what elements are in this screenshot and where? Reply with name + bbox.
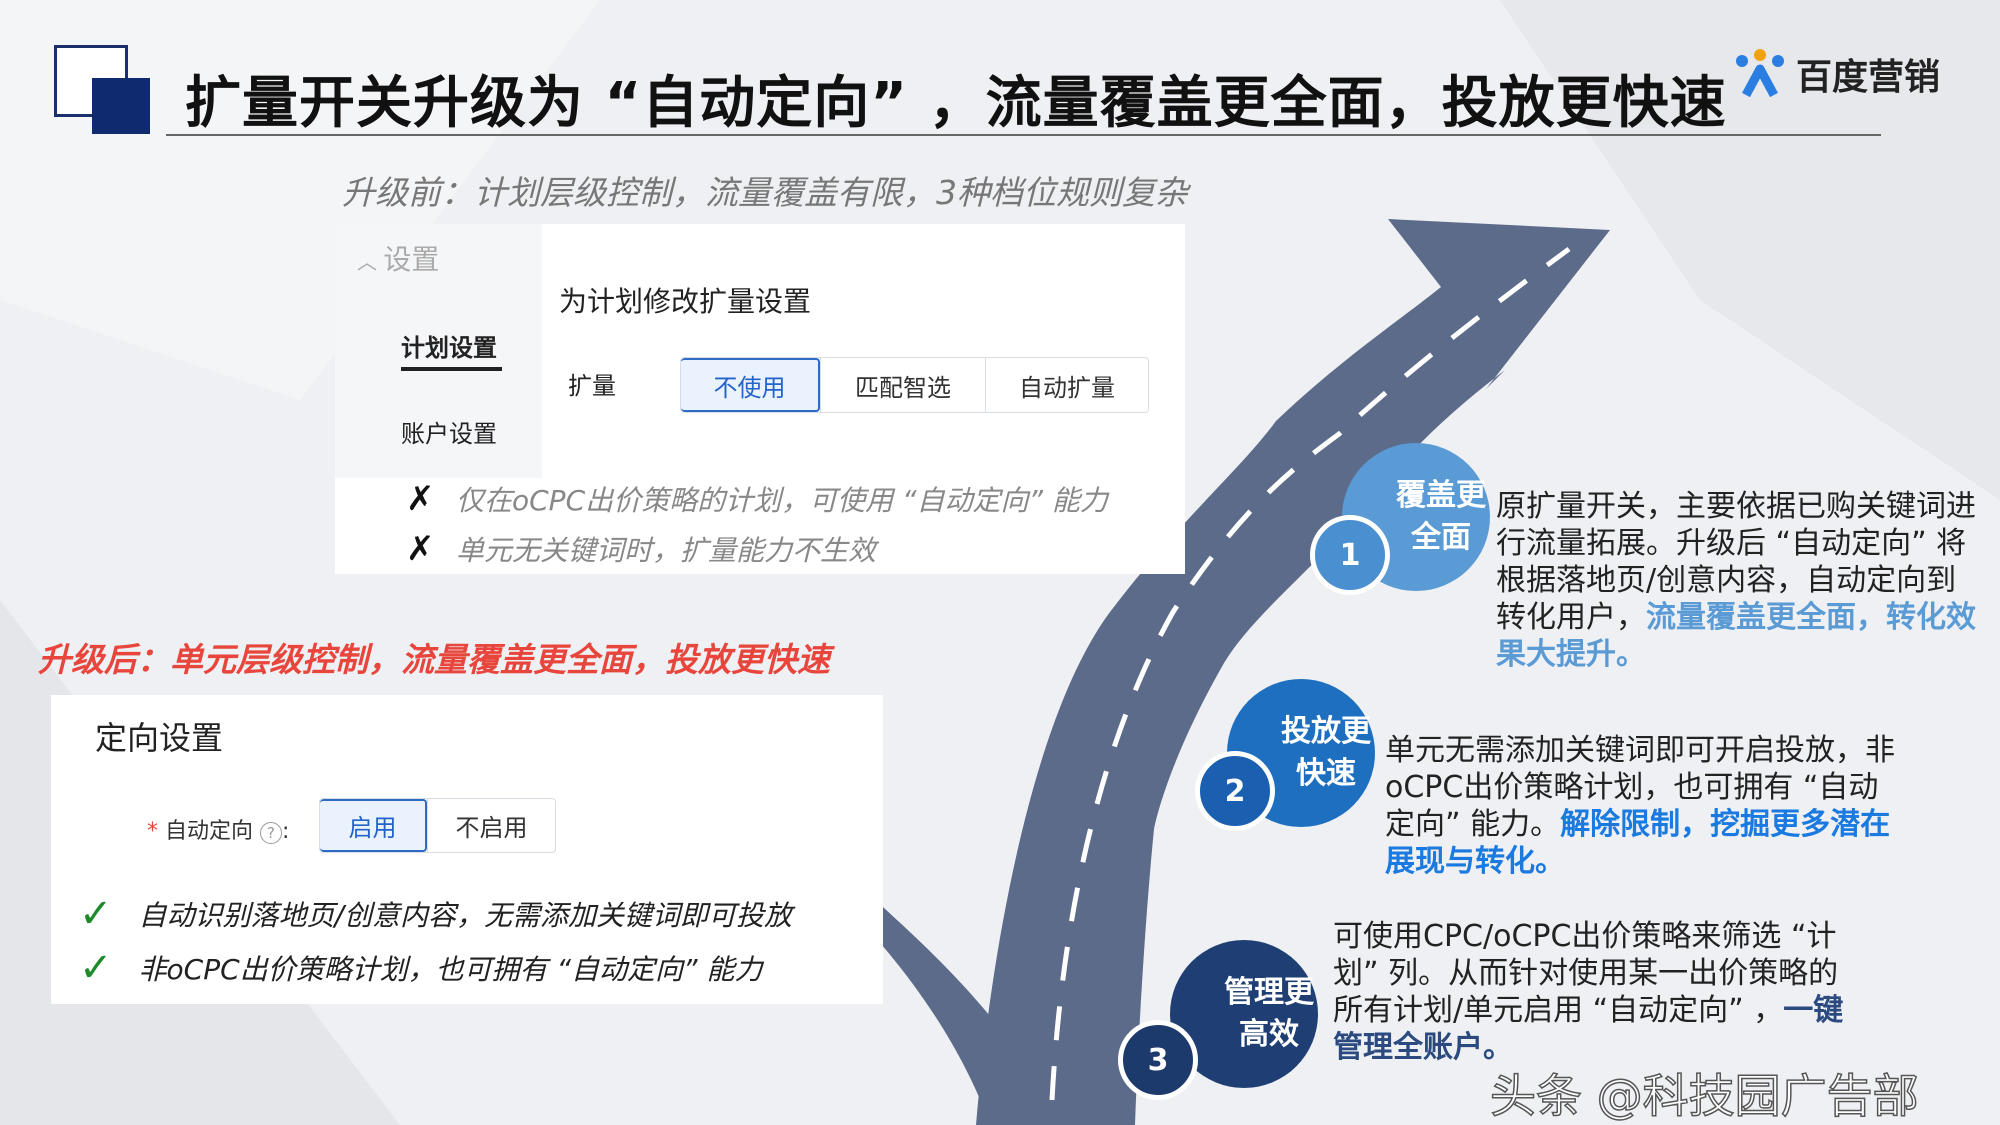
benefit-text: 自动识别落地页/创意内容，无需添加关键词即可投放 [138,899,792,932]
badge-line: 投放更 [1281,714,1371,749]
point-3-description: 可使用CPC/oCPC出价策略来筛选 “计划” 列。从而针对使用某一出价策略的所… [1333,918,1863,1066]
option-enable[interactable]: 启用 [320,799,427,852]
badge-line: 全面 [1411,520,1471,555]
benefit-item: ✓ 非oCPC出价策略计划，也可拥有 “自动定向” 能力 [79,945,762,991]
point-1-number: 1 [1310,515,1390,595]
limit-text: 单元无关键词时，扩量能力不生效 [456,534,877,567]
before-settings-panel: ︿ 设置 计划设置 账户设置 为计划修改扩量设置 扩量 不使用 匹配智选 自动扩… [335,224,1185,574]
check-icon: ✓ [79,891,113,937]
logo-text: 百度营销 [1796,57,1941,98]
description-text: 原扩量开关，主要依据已购关键词进行流量拓展。升级后 “自动定向” 将根据落地页/… [1496,489,1976,635]
road-main [976,219,1610,1125]
point-1-description: 原扩量开关，主要依据已购关键词进行流量拓展。升级后 “自动定向” 将根据落地页/… [1496,488,1976,673]
required-mark: * [147,819,158,844]
title-decor-square-filled [92,78,150,134]
description-highlight: 流量覆盖更全面，转化效果大提升。 [1496,600,1976,672]
expansion-segmented-control: 不使用 匹配智选 自动扩量 [680,357,1149,413]
field-label: 自动定向 [165,819,254,844]
help-icon[interactable]: ? [260,822,283,844]
watermark: 头条 @科技园广告部 [1489,1069,1919,1123]
before-subtitle: 升级前：计划层级控制，流量覆盖有限，3种档位规则复杂 [342,173,1188,212]
sidebar-item-account-settings[interactable]: 账户设置 [401,420,497,448]
sidebar-header-label: 设置 [383,243,440,276]
road-branch-left [772,842,1060,1125]
after-settings-panel: 定向设置 * 自动定向 ?: 启用 不启用 ✓ 自动识别落地页/创意内容，无需添加… [51,695,883,1004]
sidebar-header[interactable]: ︿ 设置 [357,238,439,278]
point-3-number: 3 [1118,1020,1198,1100]
description-highlight: 解除限制，挖掘更多潜在展现与转化。 [1385,807,1891,879]
panel-title: 定向设置 [95,719,224,757]
description-text: 可使用CPC/oCPC出价策略来筛选 “计划” 列。从而针对使用某一出价策略的所… [1333,919,1839,1028]
settings-sidebar: ︿ 设置 计划设置 账户设置 [335,224,542,478]
check-icon: ✓ [79,945,113,991]
sidebar-item-plan-settings[interactable]: 计划设置 [401,334,497,362]
auto-targeting-label: * 自动定向 ?: [147,813,289,845]
point-2-number: 2 [1195,751,1275,831]
description-text: 单元无需添加关键词即可开启投放，非oCPC出价策略计划，也可拥有 “自动定向” … [1385,733,1895,842]
badge-label: 管理更高效 [1224,975,1314,1052]
limit-item: ✗ 仅在oCPC出价策略的计划，可使用 “自动定向” 能力 [406,479,1108,519]
option-smart-match[interactable]: 匹配智选 [820,358,985,412]
badge-line: 覆盖更 [1396,478,1486,513]
colon: : [282,819,290,844]
point-3-badge: 管理更高效 [1170,940,1318,1088]
limit-text: 仅在oCPC出价策略的计划，可使用 “自动定向” 能力 [456,484,1108,517]
page-title: 扩量开关升级为 “自动定向” ，流量覆盖更全面，投放更快速 [185,71,1727,136]
benefit-item: ✓ 自动识别落地页/创意内容，无需添加关键词即可投放 [79,891,792,937]
benefit-text: 非oCPC出价策略计划，也可拥有 “自动定向” 能力 [138,953,763,986]
baidu-logo-icon [1736,49,1784,98]
cross-icon: ✗ [406,479,435,519]
after-subtitle: 升级后：单元层级控制，流量覆盖更全面，投放更快速 [38,640,830,679]
title-divider [166,134,1881,136]
baidu-marketing-logo: 百度营销 [1732,48,1940,100]
auto-targeting-segmented-control: 启用 不启用 [319,798,556,853]
limit-item: ✗ 单元无关键词时，扩量能力不生效 [406,529,876,569]
option-not-use[interactable]: 不使用 [681,358,820,412]
chevron-up-icon: ︿ [357,250,384,274]
option-disable[interactable]: 不启用 [427,799,555,852]
badge-line: 快速 [1296,756,1356,791]
expansion-label: 扩量 [568,372,616,400]
cross-icon: ✗ [406,529,435,569]
panel-title: 为计划修改扩量设置 [559,285,812,318]
option-auto-expand[interactable]: 自动扩量 [985,358,1148,412]
point-2-description: 单元无需添加关键词即可开启投放，非oCPC出价策略计划，也可拥有 “自动定向” … [1385,732,1905,880]
active-tab-indicator [401,367,502,371]
description-highlight: 一键管理全账户。 [1333,993,1844,1065]
